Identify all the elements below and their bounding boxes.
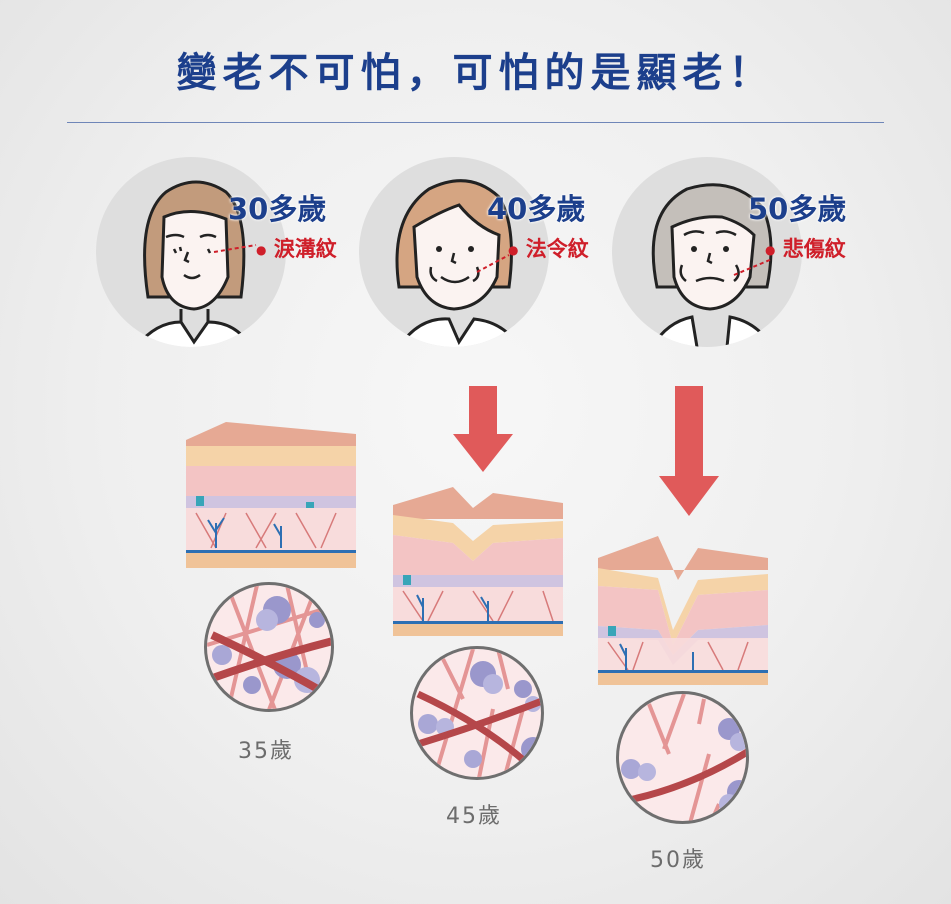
age-label-50s: 50多歲 <box>748 192 847 226</box>
skin-cross-section-50 <box>598 536 768 685</box>
age-label-40s: 40多歲 <box>487 192 586 226</box>
wrinkle-label-marionette: ● 悲傷紋 <box>765 233 846 263</box>
woman-30s-illustration <box>134 180 257 347</box>
face-portrait-40s <box>359 157 549 347</box>
woman-50s-illustration <box>650 183 774 347</box>
age-caption-45: 45歲 <box>446 804 502 829</box>
down-arrow-icon <box>453 386 513 472</box>
down-arrow-icon <box>659 386 719 516</box>
wrinkle-name: 悲傷紋 <box>782 237 846 261</box>
face-portrait-30s <box>96 157 286 347</box>
collagen-microscope-35 <box>204 582 334 712</box>
face-portrait-50s <box>612 157 802 347</box>
age-label-30s: 30多歲 <box>228 192 327 226</box>
wrinkle-name: 法令紋 <box>525 237 589 261</box>
red-dot-icon: ● <box>508 243 519 257</box>
age-caption-35: 35歲 <box>238 739 294 764</box>
wrinkle-label-nasolabial: ● 法令紋 <box>508 233 589 263</box>
red-dot-icon: ● <box>256 243 267 257</box>
wrinkle-name: 淚溝紋 <box>273 237 337 261</box>
skin-cross-section-35 <box>186 422 356 568</box>
red-dot-icon: ● <box>765 243 776 257</box>
wrinkle-label-tear-trough: ● 淚溝紋 <box>256 233 337 263</box>
title-divider <box>67 122 884 123</box>
woman-40s-illustration <box>395 179 521 347</box>
collagen-microscope-50 <box>616 691 749 824</box>
page-title: 變老不可怕，可怕的是顯老！ <box>176 50 775 96</box>
collagen-microscope-45 <box>410 646 544 780</box>
age-caption-50: 50歲 <box>650 848 706 873</box>
skin-cross-section-45 <box>393 487 563 636</box>
